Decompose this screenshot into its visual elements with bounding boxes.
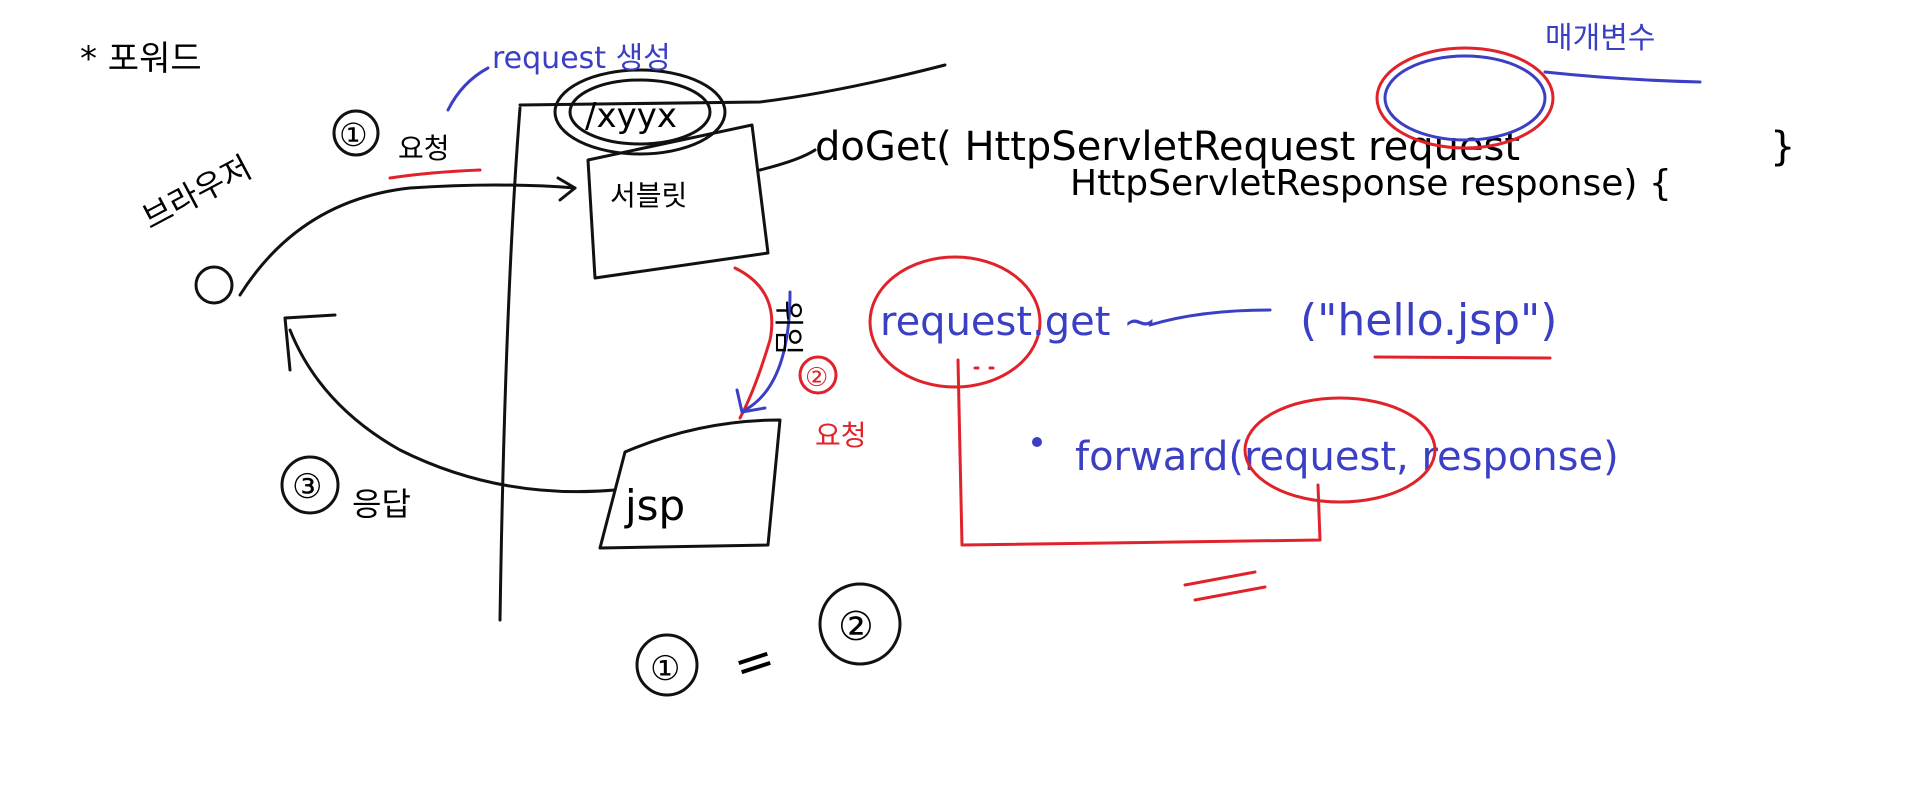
- code-line2: HttpServletResponse response) {: [1070, 163, 1672, 204]
- servlet-url-circle: [553, 68, 727, 156]
- request-link-line: [956, 358, 1322, 547]
- code-forward: forward(request, response): [1075, 434, 1619, 480]
- code-path: ("hello.jsp"): [1300, 295, 1557, 346]
- response-arrow: [288, 328, 617, 494]
- param-note: 매개변수: [1545, 21, 1655, 56]
- delegate-arrow-blue: [743, 290, 792, 412]
- equality-left: ①: [650, 649, 680, 689]
- forward-request-circle: [1243, 396, 1437, 504]
- request-arrow-head: [556, 176, 577, 202]
- request-created-note: request 생성: [492, 41, 671, 76]
- request-get-circle: [868, 255, 1042, 389]
- tilde-line: [1148, 308, 1272, 327]
- step1-underline: [388, 168, 482, 180]
- response-arrow-head: [283, 313, 337, 372]
- browser-label: 브라우저: [136, 148, 258, 237]
- servlet-url-label: /xyyx: [585, 96, 677, 136]
- servlet-box-text: 서블릿: [610, 179, 687, 212]
- code-leader: [758, 148, 817, 172]
- request-param-circle-blue: [1383, 54, 1547, 142]
- step3-circle: [280, 455, 340, 515]
- servlet-url-circle-inner: [568, 78, 712, 146]
- server-boundary-line: [498, 106, 522, 622]
- title-mark: * 포워드: [80, 39, 202, 79]
- jsp-label: jsp: [624, 481, 685, 530]
- step2-num: ②: [805, 363, 828, 393]
- double-equal-line2: [1193, 585, 1267, 602]
- double-equal-line1: [1183, 570, 1257, 587]
- request-note-leader: [446, 66, 490, 112]
- path-underline: [1373, 355, 1552, 360]
- step2-circle: [798, 355, 838, 395]
- jsp-box: [598, 418, 782, 550]
- param-note-underline: [1543, 70, 1702, 84]
- equality-sign: =: [726, 629, 782, 695]
- equality-right: ②: [838, 604, 874, 650]
- equality-right-circle: [818, 582, 902, 666]
- servlet-box: [586, 123, 770, 280]
- browser-circle: [194, 265, 234, 305]
- step3-num: ③: [292, 467, 322, 507]
- step1-num: ①: [339, 116, 368, 154]
- delegate-label: 위임: [770, 300, 805, 355]
- request-param-circle-red: [1375, 46, 1555, 150]
- code-close-brace: }: [1770, 124, 1795, 170]
- step2-text: 요청: [815, 419, 867, 452]
- forward-bullet: [1032, 437, 1042, 447]
- delegate-arrow-head: [735, 388, 767, 414]
- delegate-arrow-red: [733, 266, 774, 420]
- step1-circle: [332, 109, 380, 157]
- step1-text: 요청: [398, 132, 450, 165]
- step3-text: 응답: [352, 485, 411, 523]
- server-top-line: [518, 63, 947, 107]
- equality-left-circle: [635, 633, 699, 697]
- request-arrow: [238, 183, 577, 297]
- code-getdispatcher: request.get ~: [880, 299, 1157, 345]
